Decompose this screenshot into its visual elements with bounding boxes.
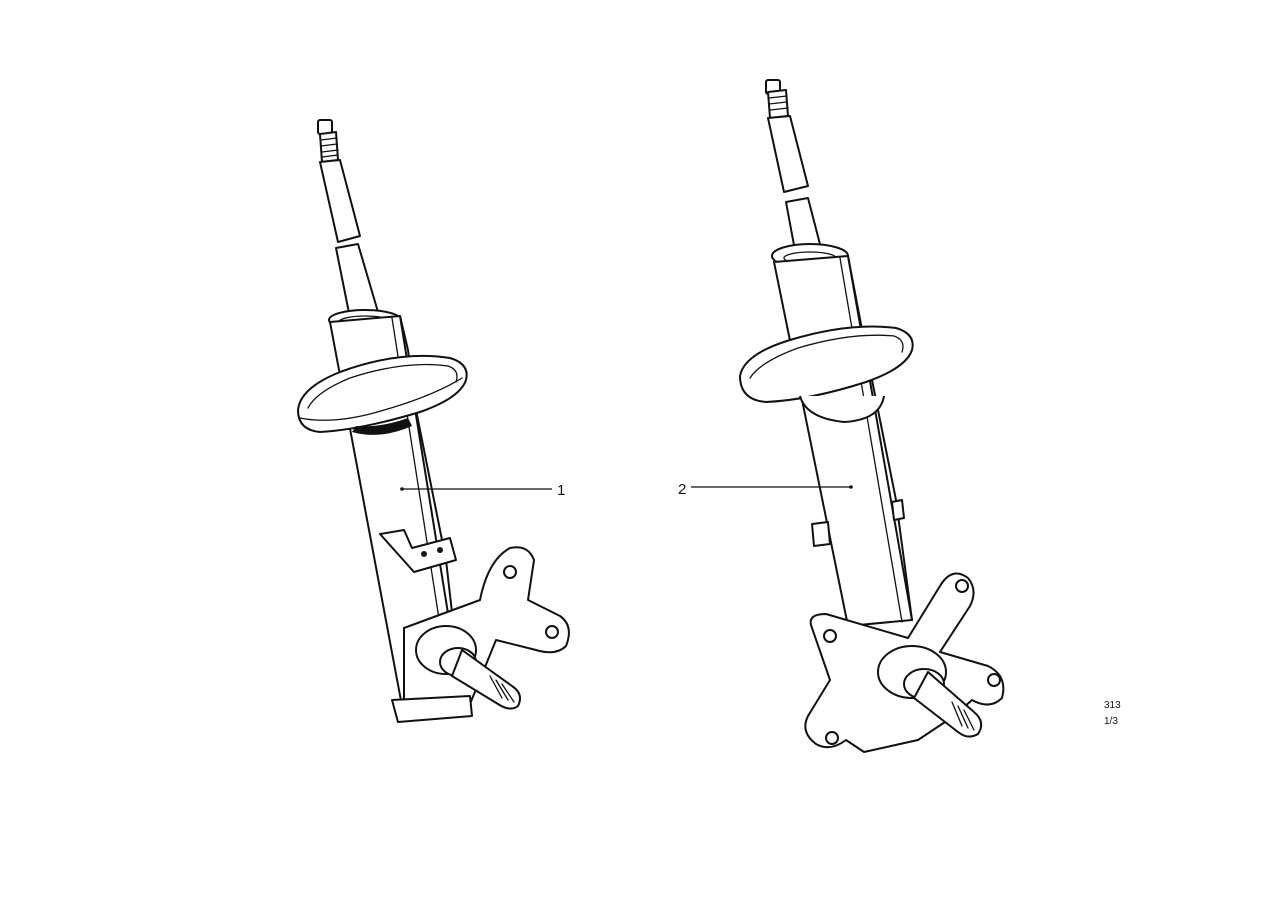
strut-2-stub-axle	[877, 645, 983, 738]
strut-1-piston-rod-upper	[319, 159, 361, 243]
strut-2-spring-seat	[739, 325, 914, 423]
strut-2-threaded-tip	[765, 79, 789, 119]
figure-code: 313	[1104, 700, 1121, 711]
strut-1-stub-axle	[415, 625, 521, 710]
strut-1-threaded-tip	[317, 119, 339, 163]
callout-1-number: 1	[557, 482, 565, 499]
strut-2-assembly	[739, 79, 1005, 753]
strut-1-brake-hose-bracket	[379, 529, 457, 573]
callout-1: 1	[400, 482, 565, 499]
strut-1-piston-rod-lower	[335, 243, 379, 319]
strut-1-assembly	[297, 119, 570, 723]
strut-2-piston-rod-upper	[767, 115, 809, 193]
callout-2: 2	[678, 481, 853, 498]
strut-1-spring-seat	[297, 354, 468, 435]
sheet-number: 1/3	[1104, 716, 1118, 727]
strut-2-outer-tube	[773, 255, 913, 627]
callout-2-number: 2	[678, 481, 686, 498]
strut-2-bracket-tabs	[811, 499, 905, 547]
